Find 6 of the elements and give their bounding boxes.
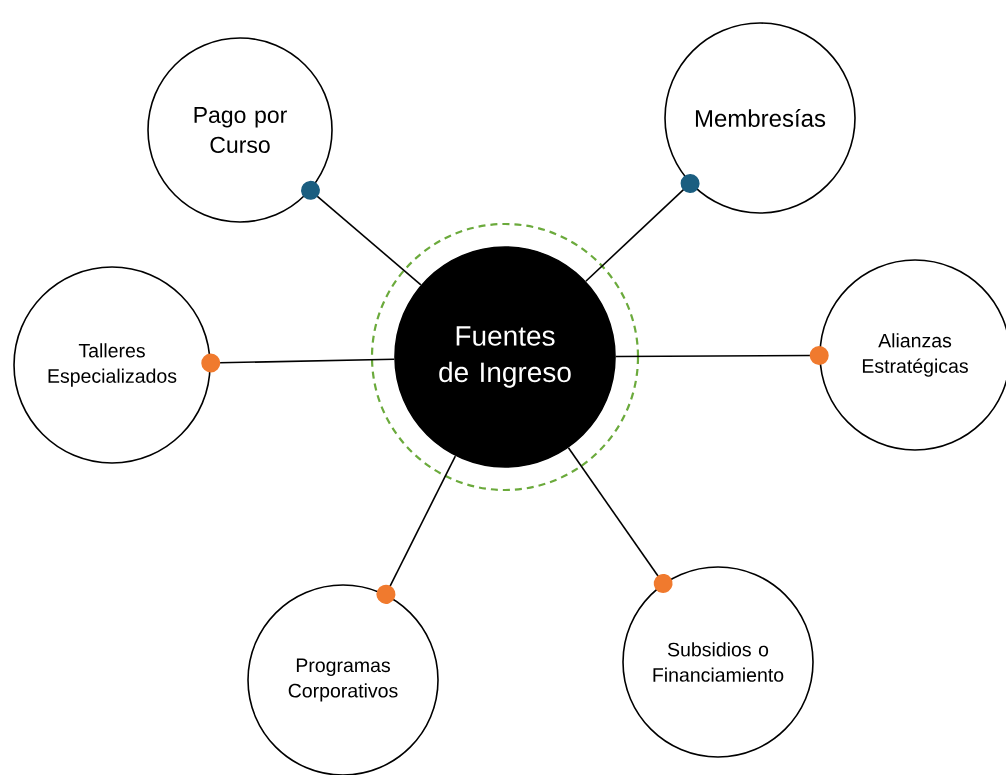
connector [376,455,457,604]
connector [585,174,700,283]
connector [201,353,396,373]
connector [567,447,673,593]
connector [615,345,829,365]
connector [301,180,422,286]
